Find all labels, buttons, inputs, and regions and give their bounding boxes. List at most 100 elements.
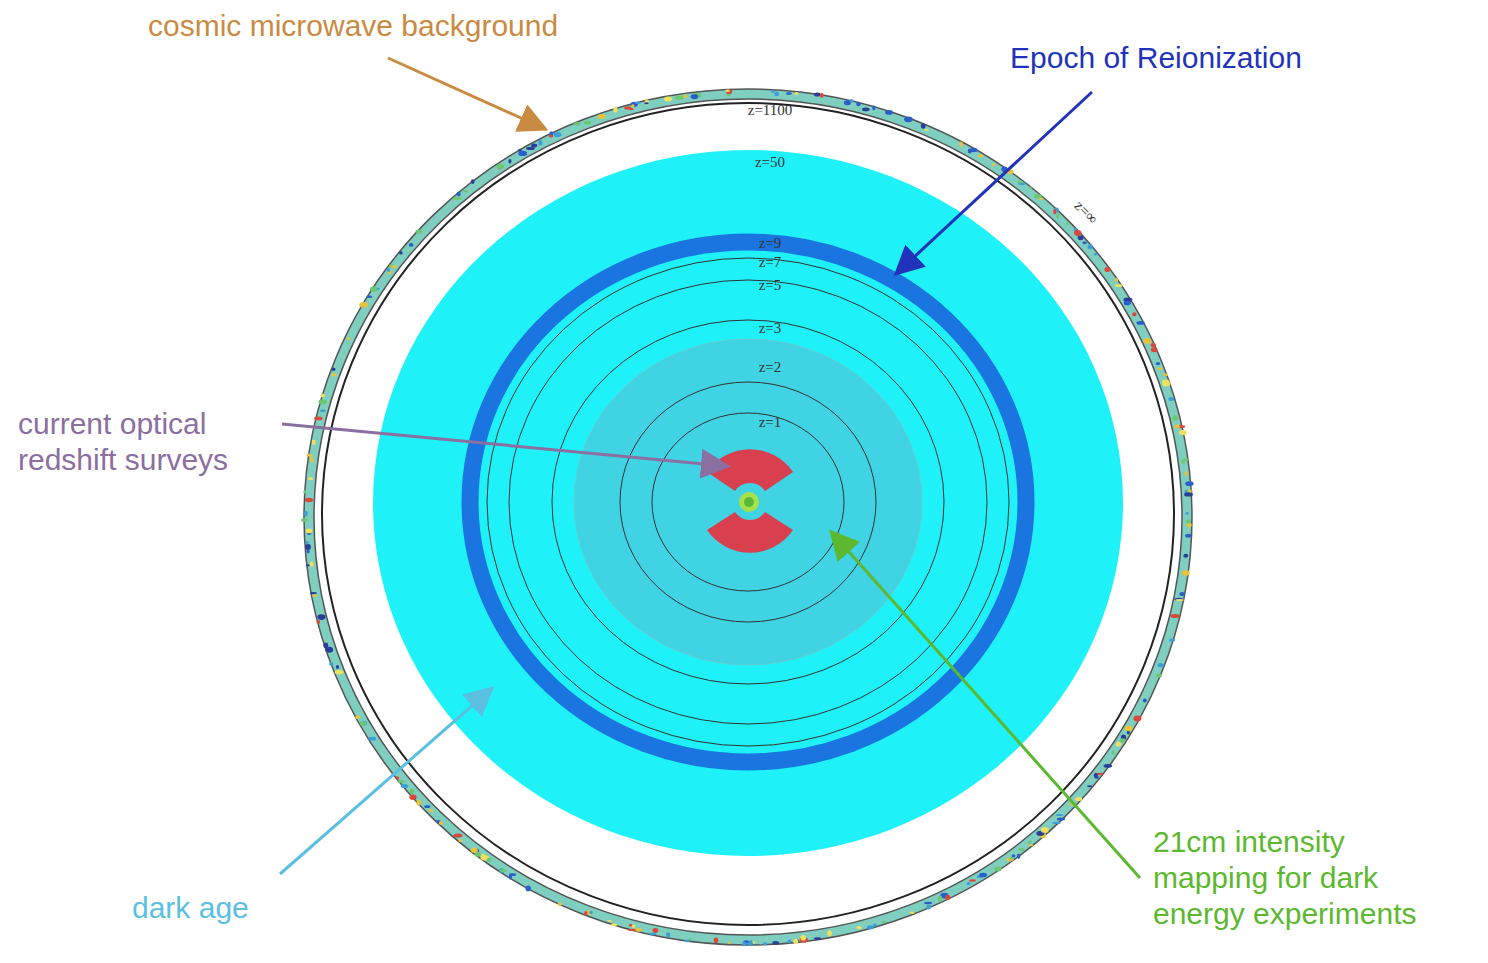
cmb-spot: [410, 788, 415, 794]
cmb-spot: [885, 110, 893, 115]
redshift-label: z=1100: [748, 103, 793, 118]
cmb-spot: [628, 929, 636, 931]
cmb-spot: [1017, 854, 1020, 859]
cmb-spot: [584, 911, 587, 916]
cmb-spot: [1157, 368, 1162, 370]
cmb-spot: [645, 100, 649, 105]
cmb-spot: [611, 924, 618, 927]
z1-inner-circle: [620, 382, 876, 622]
cmb-spot: [1038, 198, 1043, 200]
cmb-spot: [786, 92, 792, 94]
cmb-spot: [873, 924, 877, 927]
cmb-spot: [1171, 614, 1180, 618]
cmb-spot: [439, 821, 444, 825]
cmb-spot: [1017, 181, 1023, 184]
cmb-spot: [714, 937, 719, 943]
cmb-spot: [1133, 716, 1141, 722]
cmb-spot: [1143, 698, 1147, 702]
cmb-spot: [691, 94, 699, 99]
cmb-spot: [1115, 278, 1118, 282]
cmb-spot: [370, 287, 377, 292]
cmb-spot: [1187, 523, 1192, 527]
cmb-spot: [1151, 347, 1158, 352]
redshift-label: z=9: [759, 236, 782, 251]
cmb-spot: [314, 417, 322, 421]
cmb-spot: [787, 939, 791, 943]
cmb-spot: [1185, 481, 1193, 486]
cmb-spot: [1115, 284, 1123, 287]
cmb-spot: [453, 197, 462, 200]
z1-circle: [652, 413, 844, 591]
cmb-spot: [1056, 213, 1059, 218]
z2-disc: [574, 339, 922, 665]
cmb-spot: [463, 190, 468, 192]
cmb-spot: [321, 394, 325, 398]
cmb-spot: [325, 647, 333, 653]
redshift-label: z=2: [759, 360, 782, 375]
cmb-spot: [644, 102, 649, 104]
cmb-spot: [856, 926, 862, 929]
redshift-label: z=50: [755, 155, 785, 170]
cmb-spot: [969, 879, 976, 881]
leader-arrow: [282, 424, 725, 466]
cmb-spot: [589, 911, 592, 914]
cmb-spot: [742, 942, 747, 946]
cmb-spot: [1104, 267, 1110, 272]
cmb-spot: [471, 848, 478, 853]
cmb-spot: [725, 89, 729, 92]
cmb-spot: [360, 721, 367, 725]
cmb-spot: [1087, 785, 1092, 787]
cmb-spot: [574, 122, 581, 125]
cmb-spot: [1181, 459, 1185, 464]
cmb-spot: [397, 780, 404, 783]
cmb-spot: [1179, 430, 1187, 435]
cmb-spot: [336, 665, 339, 669]
cmb-spot: [329, 662, 333, 666]
cmb-spot: [1007, 857, 1014, 861]
dark-age-label: dark age: [132, 890, 332, 926]
cmb-spot: [1028, 841, 1032, 845]
cmb-spot: [1184, 492, 1193, 496]
cmb-spot: [1019, 848, 1025, 851]
cmb-spot: [994, 867, 1001, 872]
cmb-spot: [814, 92, 821, 96]
cmb-spot: [820, 93, 824, 98]
cmb-spot: [904, 116, 913, 122]
cmb-spot: [318, 399, 327, 404]
cmb-spot: [1184, 471, 1187, 476]
cmb-spot: [664, 97, 672, 102]
cmb-spot: [306, 564, 310, 566]
cmb-spot: [882, 921, 887, 923]
leader-arrow: [280, 690, 490, 874]
cmb-spot: [1169, 639, 1175, 642]
cmb-spot: [666, 932, 670, 937]
cmb-spot: [424, 805, 430, 808]
cmb-spot: [1082, 241, 1086, 244]
cmb-spot: [1156, 362, 1161, 365]
cmb-spot: [867, 925, 874, 929]
cmb-spot: [992, 163, 995, 166]
cmb-spot: [409, 795, 416, 800]
cmb-spot: [1028, 844, 1033, 846]
optical-survey-label: current optical redshift surveys: [18, 406, 263, 478]
cmb-spot: [1078, 235, 1084, 240]
cmb-spot: [967, 882, 971, 885]
cmb-spot: [309, 454, 313, 458]
cmb-spot: [305, 544, 311, 550]
cmb-spot: [335, 670, 344, 674]
local-survey: [739, 492, 759, 512]
cmb-spot: [1169, 397, 1175, 401]
reionization-ring: [470, 242, 1026, 762]
cmb-spot: [1158, 663, 1164, 667]
leader-arrow: [833, 534, 1140, 878]
survey-wedge: [707, 512, 793, 553]
cmb-spot: [1186, 512, 1189, 515]
z3-circle: [552, 320, 944, 684]
cmb-inner-edge: [314, 99, 1182, 935]
cmb-spot: [1052, 822, 1060, 824]
cmb-spot: [310, 562, 314, 567]
cmb-spot: [308, 477, 313, 480]
dark-age-disc: [373, 150, 1123, 856]
cmb-spot: [1074, 230, 1081, 236]
cmb-spot: [748, 940, 752, 946]
